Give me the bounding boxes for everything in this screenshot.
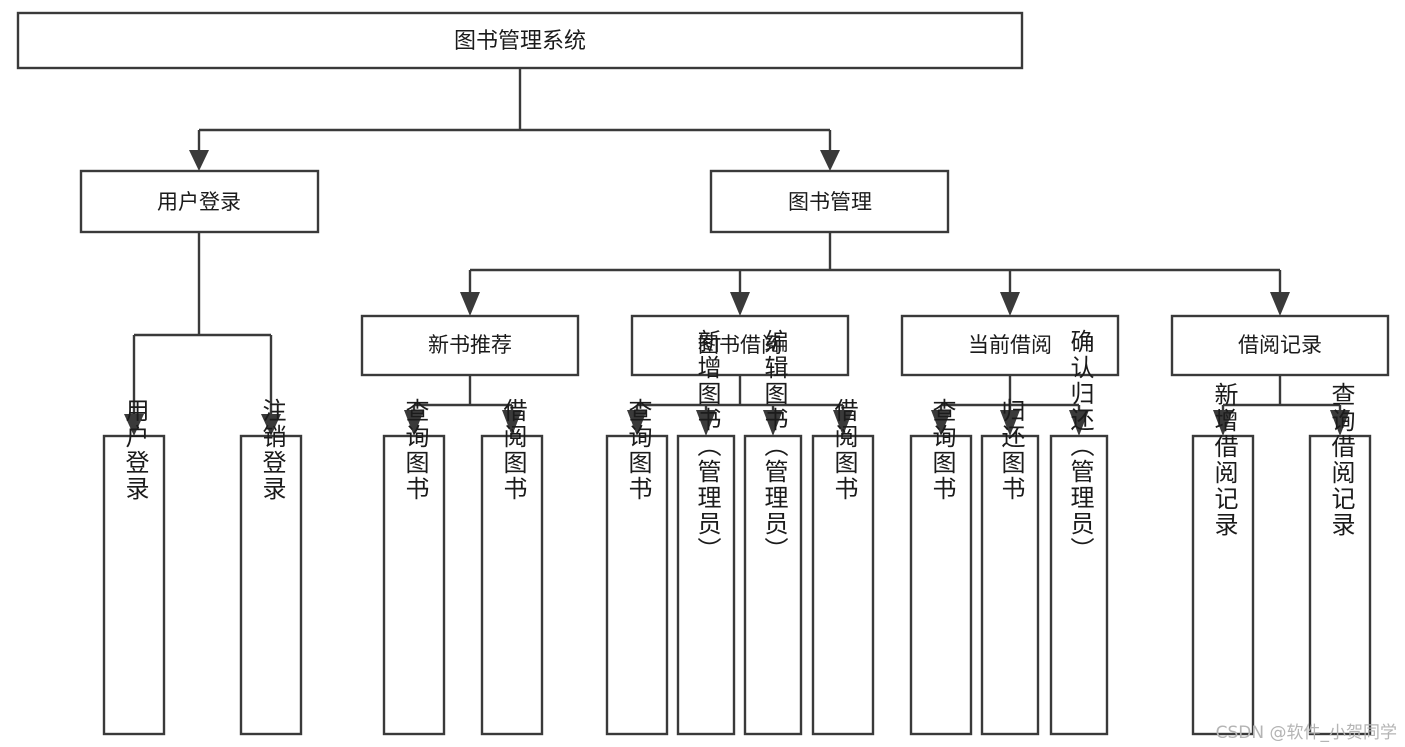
node-leaf-add-record[interactable]: 新增借阅记录 — [1191, 382, 1255, 736]
node-leaf-confirm-return[interactable]: 确认归还（管理员） — [1049, 329, 1109, 736]
node-book-borrow-label: 图书借阅 — [698, 333, 782, 357]
node-borrow-record-label: 借阅记录 — [1238, 333, 1322, 357]
node-book-borrow-box[interactable] — [630, 314, 850, 377]
arrow-head-leaf-query-book-3 — [931, 410, 951, 436]
node-leaf-return-book-box[interactable] — [980, 434, 1040, 736]
node-current-borrow-label: 当前借阅 — [968, 333, 1052, 357]
node-leaf-query-book-3-box[interactable] — [909, 434, 973, 736]
arrow-head-leaf-query-record — [1330, 410, 1350, 436]
arrow-head-leaf-borrow-book-2 — [833, 410, 853, 436]
node-root-label: 图书管理系统 — [454, 29, 586, 54]
arrow-head-leaf-confirm-return — [1069, 410, 1089, 436]
node-leaf-edit-book-box[interactable] — [743, 434, 803, 736]
node-new-book-rec[interactable]: 新书推荐 — [360, 314, 580, 377]
arrow-head-leaf-query-book-2 — [627, 410, 647, 436]
node-leaf-borrow-book-2[interactable]: 借阅图书 — [811, 398, 875, 736]
arrow-head-book-borrow — [730, 292, 750, 316]
node-book-manage[interactable]: 图书管理 — [709, 169, 950, 234]
node-leaf-add-record-label: 新增借阅记录 — [1210, 382, 1238, 538]
node-leaf-query-book-3[interactable]: 查询图书 — [909, 398, 973, 736]
node-leaf-query-book-1-box[interactable] — [382, 434, 446, 736]
node-current-borrow-box[interactable] — [900, 314, 1120, 377]
arrow-head-leaf-add-book — [696, 410, 716, 436]
node-book-manage-box[interactable] — [709, 169, 950, 234]
node-leaf-edit-book-label: 编辑图书（管理员） — [760, 329, 788, 563]
node-leaf-return-book[interactable]: 归还图书 — [980, 398, 1040, 736]
node-leaf-user-login[interactable]: 用户登录 — [102, 398, 166, 736]
node-leaf-user-logout-box[interactable] — [239, 434, 303, 736]
node-borrow-record[interactable]: 借阅记录 — [1170, 314, 1390, 377]
node-leaf-add-record-box[interactable] — [1191, 434, 1255, 736]
node-book-borrow[interactable]: 图书借阅 — [630, 314, 850, 377]
arrow-head-new-book-rec — [460, 292, 480, 316]
node-current-borrow[interactable]: 当前借阅 — [900, 314, 1120, 377]
arrow-head-leaf-query-book-1 — [404, 410, 424, 436]
node-leaf-add-book[interactable]: 新增图书（管理员） — [676, 329, 736, 736]
node-book-manage-label: 图书管理 — [788, 190, 872, 214]
node-leaf-query-book-2-box[interactable] — [605, 434, 669, 736]
arrow-head-leaf-add-record — [1213, 410, 1233, 436]
node-leaf-borrow-book-2-label: 借阅图书 — [830, 398, 858, 502]
node-leaf-borrow-book-1-box[interactable] — [480, 434, 544, 736]
node-leaf-add-book-label: 新增图书（管理员） — [693, 329, 721, 563]
node-new-book-rec-box[interactable] — [360, 314, 580, 377]
arrow-head-current-borrow — [1000, 292, 1020, 316]
node-root-box[interactable] — [16, 11, 1024, 70]
node-leaf-borrow-book-2-box[interactable] — [811, 434, 875, 736]
arrow-head-leaf-return-book — [1000, 410, 1020, 436]
node-leaf-query-record-label: 查询借阅记录 — [1327, 382, 1355, 538]
node-leaf-query-record-box[interactable] — [1308, 434, 1372, 736]
node-leaf-user-logout[interactable]: 注销登录 — [239, 398, 303, 736]
node-leaf-query-book-2[interactable]: 查询图书 — [605, 398, 669, 736]
node-leaf-confirm-return-box[interactable] — [1049, 434, 1109, 736]
arrow-head-leaf-borrow-book-1 — [502, 410, 522, 436]
node-root[interactable]: 图书管理系统 — [16, 11, 1024, 70]
node-leaf-user-login-box[interactable] — [102, 434, 166, 736]
node-user-login-label: 用户登录 — [157, 190, 241, 214]
node-user-login[interactable]: 用户登录 — [79, 169, 320, 234]
node-leaf-user-logout-label: 注销登录 — [258, 398, 286, 502]
node-new-book-rec-label: 新书推荐 — [428, 333, 512, 357]
node-leaf-query-book-3-label: 查询图书 — [928, 398, 956, 502]
node-leaf-edit-book[interactable]: 编辑图书（管理员） — [743, 329, 803, 736]
arrow-head-borrow-record — [1270, 292, 1290, 316]
node-borrow-record-box[interactable] — [1170, 314, 1390, 377]
node-leaf-return-book-label: 归还图书 — [997, 398, 1025, 502]
node-leaf-query-record[interactable]: 查询借阅记录 — [1308, 382, 1372, 736]
node-leaf-confirm-return-label: 确认归还（管理员） — [1066, 329, 1094, 563]
node-leaf-add-book-box[interactable] — [676, 434, 736, 736]
node-leaf-user-login-label: 用户登录 — [121, 398, 149, 502]
node-leaf-query-book-1[interactable]: 查询图书 — [382, 398, 446, 736]
node-user-login-box[interactable] — [79, 169, 320, 234]
node-leaf-borrow-book-1[interactable]: 借阅图书 — [480, 398, 544, 736]
arrow-head-user-login — [189, 150, 209, 171]
node-leaf-query-book-2-label: 查询图书 — [624, 398, 652, 502]
connectors-layer — [124, 68, 1350, 436]
arrow-head-leaf-user-logout — [261, 414, 281, 436]
arrow-head-leaf-edit-book — [763, 410, 783, 436]
node-leaf-query-book-1-label: 查询图书 — [401, 398, 429, 502]
arrow-head-book-manage — [820, 150, 840, 171]
arrow-head-leaf-user-login — [124, 414, 144, 436]
node-leaf-borrow-book-1-label: 借阅图书 — [499, 398, 527, 502]
